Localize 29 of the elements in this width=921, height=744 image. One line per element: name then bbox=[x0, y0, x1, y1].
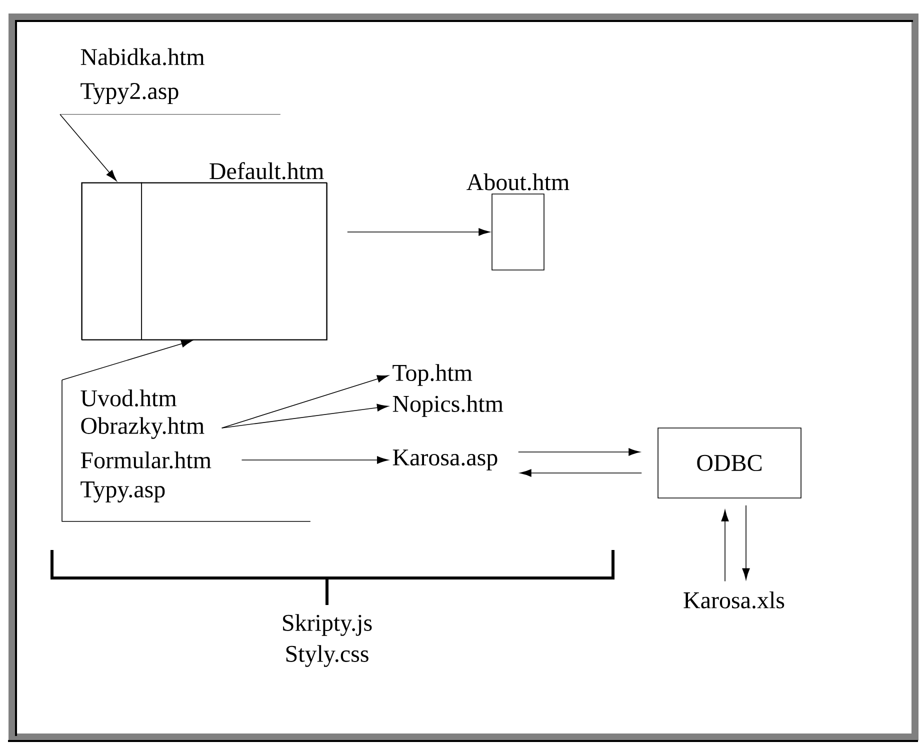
file-name: Typy.asp bbox=[80, 482, 165, 502]
frame-box bbox=[81, 182, 142, 340]
arrow bbox=[221, 404, 388, 428]
file-name: Karosa.xls bbox=[684, 592, 784, 608]
node-label: About.htm bbox=[466, 173, 570, 190]
process-box: ODBC bbox=[658, 428, 802, 498]
arrow bbox=[221, 375, 388, 428]
file-name: Uvod.htm bbox=[80, 390, 176, 406]
file-name: Skripty.js bbox=[283, 614, 372, 636]
file-name: Obrazky.htm bbox=[81, 417, 204, 439]
arrow bbox=[347, 228, 490, 236]
page-box: About.htm bbox=[466, 173, 570, 270]
frame-box bbox=[141, 182, 327, 340]
file-name: Top.htm bbox=[392, 364, 472, 386]
arrow bbox=[60, 114, 117, 182]
file-list: Nabidka.htm Typy2.asp bbox=[60, 48, 281, 115]
arrow bbox=[518, 448, 640, 456]
arrow bbox=[721, 510, 729, 582]
node-label: Default.htm bbox=[210, 162, 324, 180]
arrow bbox=[742, 505, 750, 580]
file-name: Nopics.htm bbox=[392, 395, 504, 417]
bracket bbox=[62, 380, 311, 522]
file-name: Formular.htm bbox=[80, 452, 212, 468]
arrow bbox=[241, 456, 388, 464]
file-name: Karosa.asp bbox=[392, 450, 498, 470]
page-frame-box: Default.htm bbox=[82, 162, 328, 340]
file-name: Styly.css bbox=[286, 645, 368, 667]
arrow bbox=[520, 469, 642, 477]
arrow bbox=[62, 340, 193, 380]
